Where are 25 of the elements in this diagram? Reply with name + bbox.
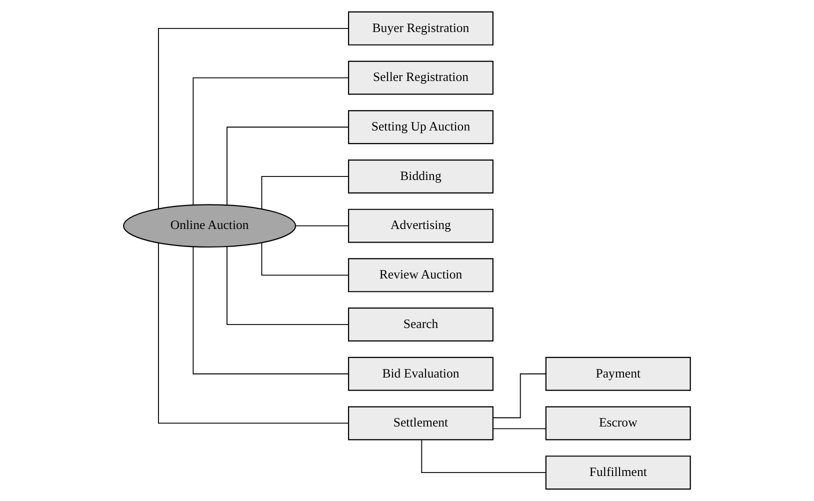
node-box: Settlement (348, 406, 494, 440)
node-ellipse: Online Auction (123, 204, 296, 248)
connector (295, 225, 349, 226)
connector (261, 176, 349, 210)
node-box: Setting Up Auction (348, 110, 494, 144)
node-box: Buyer Registration (348, 11, 494, 46)
node-box: Payment (545, 356, 691, 391)
node-box: Seller Registration (348, 60, 494, 95)
connector (192, 246, 349, 374)
connector (158, 242, 349, 424)
node-box: Fulfillment (545, 456, 691, 490)
node-box: Search (348, 308, 494, 342)
node-box: Review Auction (348, 258, 494, 292)
connector (226, 126, 349, 206)
node-box: Bidding (348, 159, 494, 194)
connector (261, 242, 349, 276)
node-box: Advertising (348, 208, 494, 243)
connector (421, 439, 546, 474)
connector (192, 77, 349, 206)
node-box: Bid Evaluation (348, 356, 494, 391)
connector (492, 373, 546, 418)
node-box: Escrow (545, 406, 691, 440)
connector (158, 28, 349, 210)
connector (226, 246, 349, 325)
connector (492, 428, 546, 430)
